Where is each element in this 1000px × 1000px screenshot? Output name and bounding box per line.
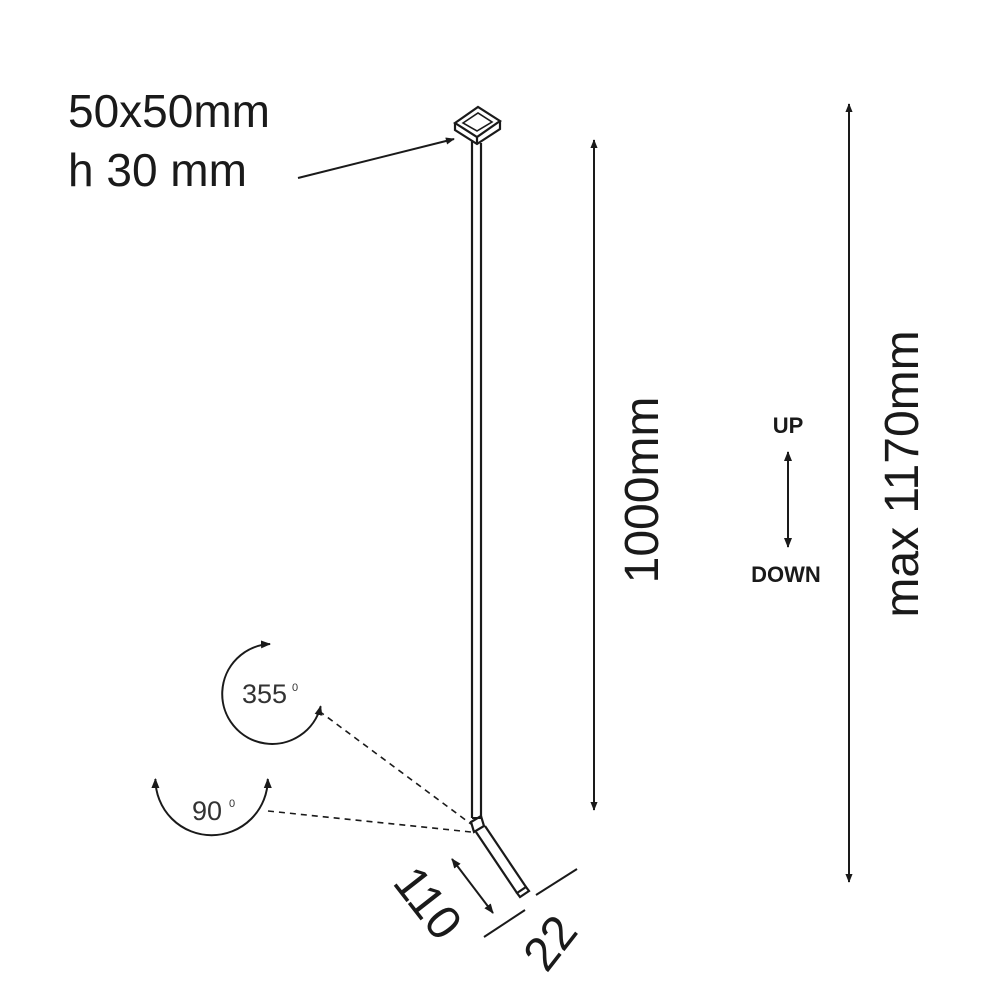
arm-length-label: 110 (383, 857, 472, 950)
canopy-leader-arrow (297, 137, 455, 179)
lamp-head-arm (469, 814, 531, 899)
vertical-rotation-value: 90 (192, 796, 222, 826)
max-length-label: max 1170mm (876, 330, 929, 617)
rotation-leader-355 (318, 710, 472, 825)
vertical-rotation-symbol (151, 778, 272, 837)
down-label: DOWN (751, 562, 821, 587)
arm-width-dimension-line-lower (483, 909, 526, 938)
canopy-box (453, 105, 502, 146)
arm-length-dimension-line (451, 858, 494, 914)
canopy-size-label: 50x50mm (68, 85, 270, 137)
horizontal-rotation-symbol (221, 640, 323, 745)
horizontal-rotation-value: 355 (242, 679, 287, 709)
canopy-height-label: h 30 mm (68, 144, 247, 196)
rod-length-label: 1000mm (616, 397, 669, 584)
suspension-rod (470, 140, 483, 819)
arm-width-label: 22 (513, 906, 588, 981)
arm-width-dimension-line (535, 868, 578, 896)
up-label: UP (773, 413, 804, 438)
vertical-rotation-degree: 0 (229, 798, 235, 810)
rotation-leader-90 (267, 810, 472, 833)
horizontal-rotation-degree: 0 (292, 682, 298, 694)
